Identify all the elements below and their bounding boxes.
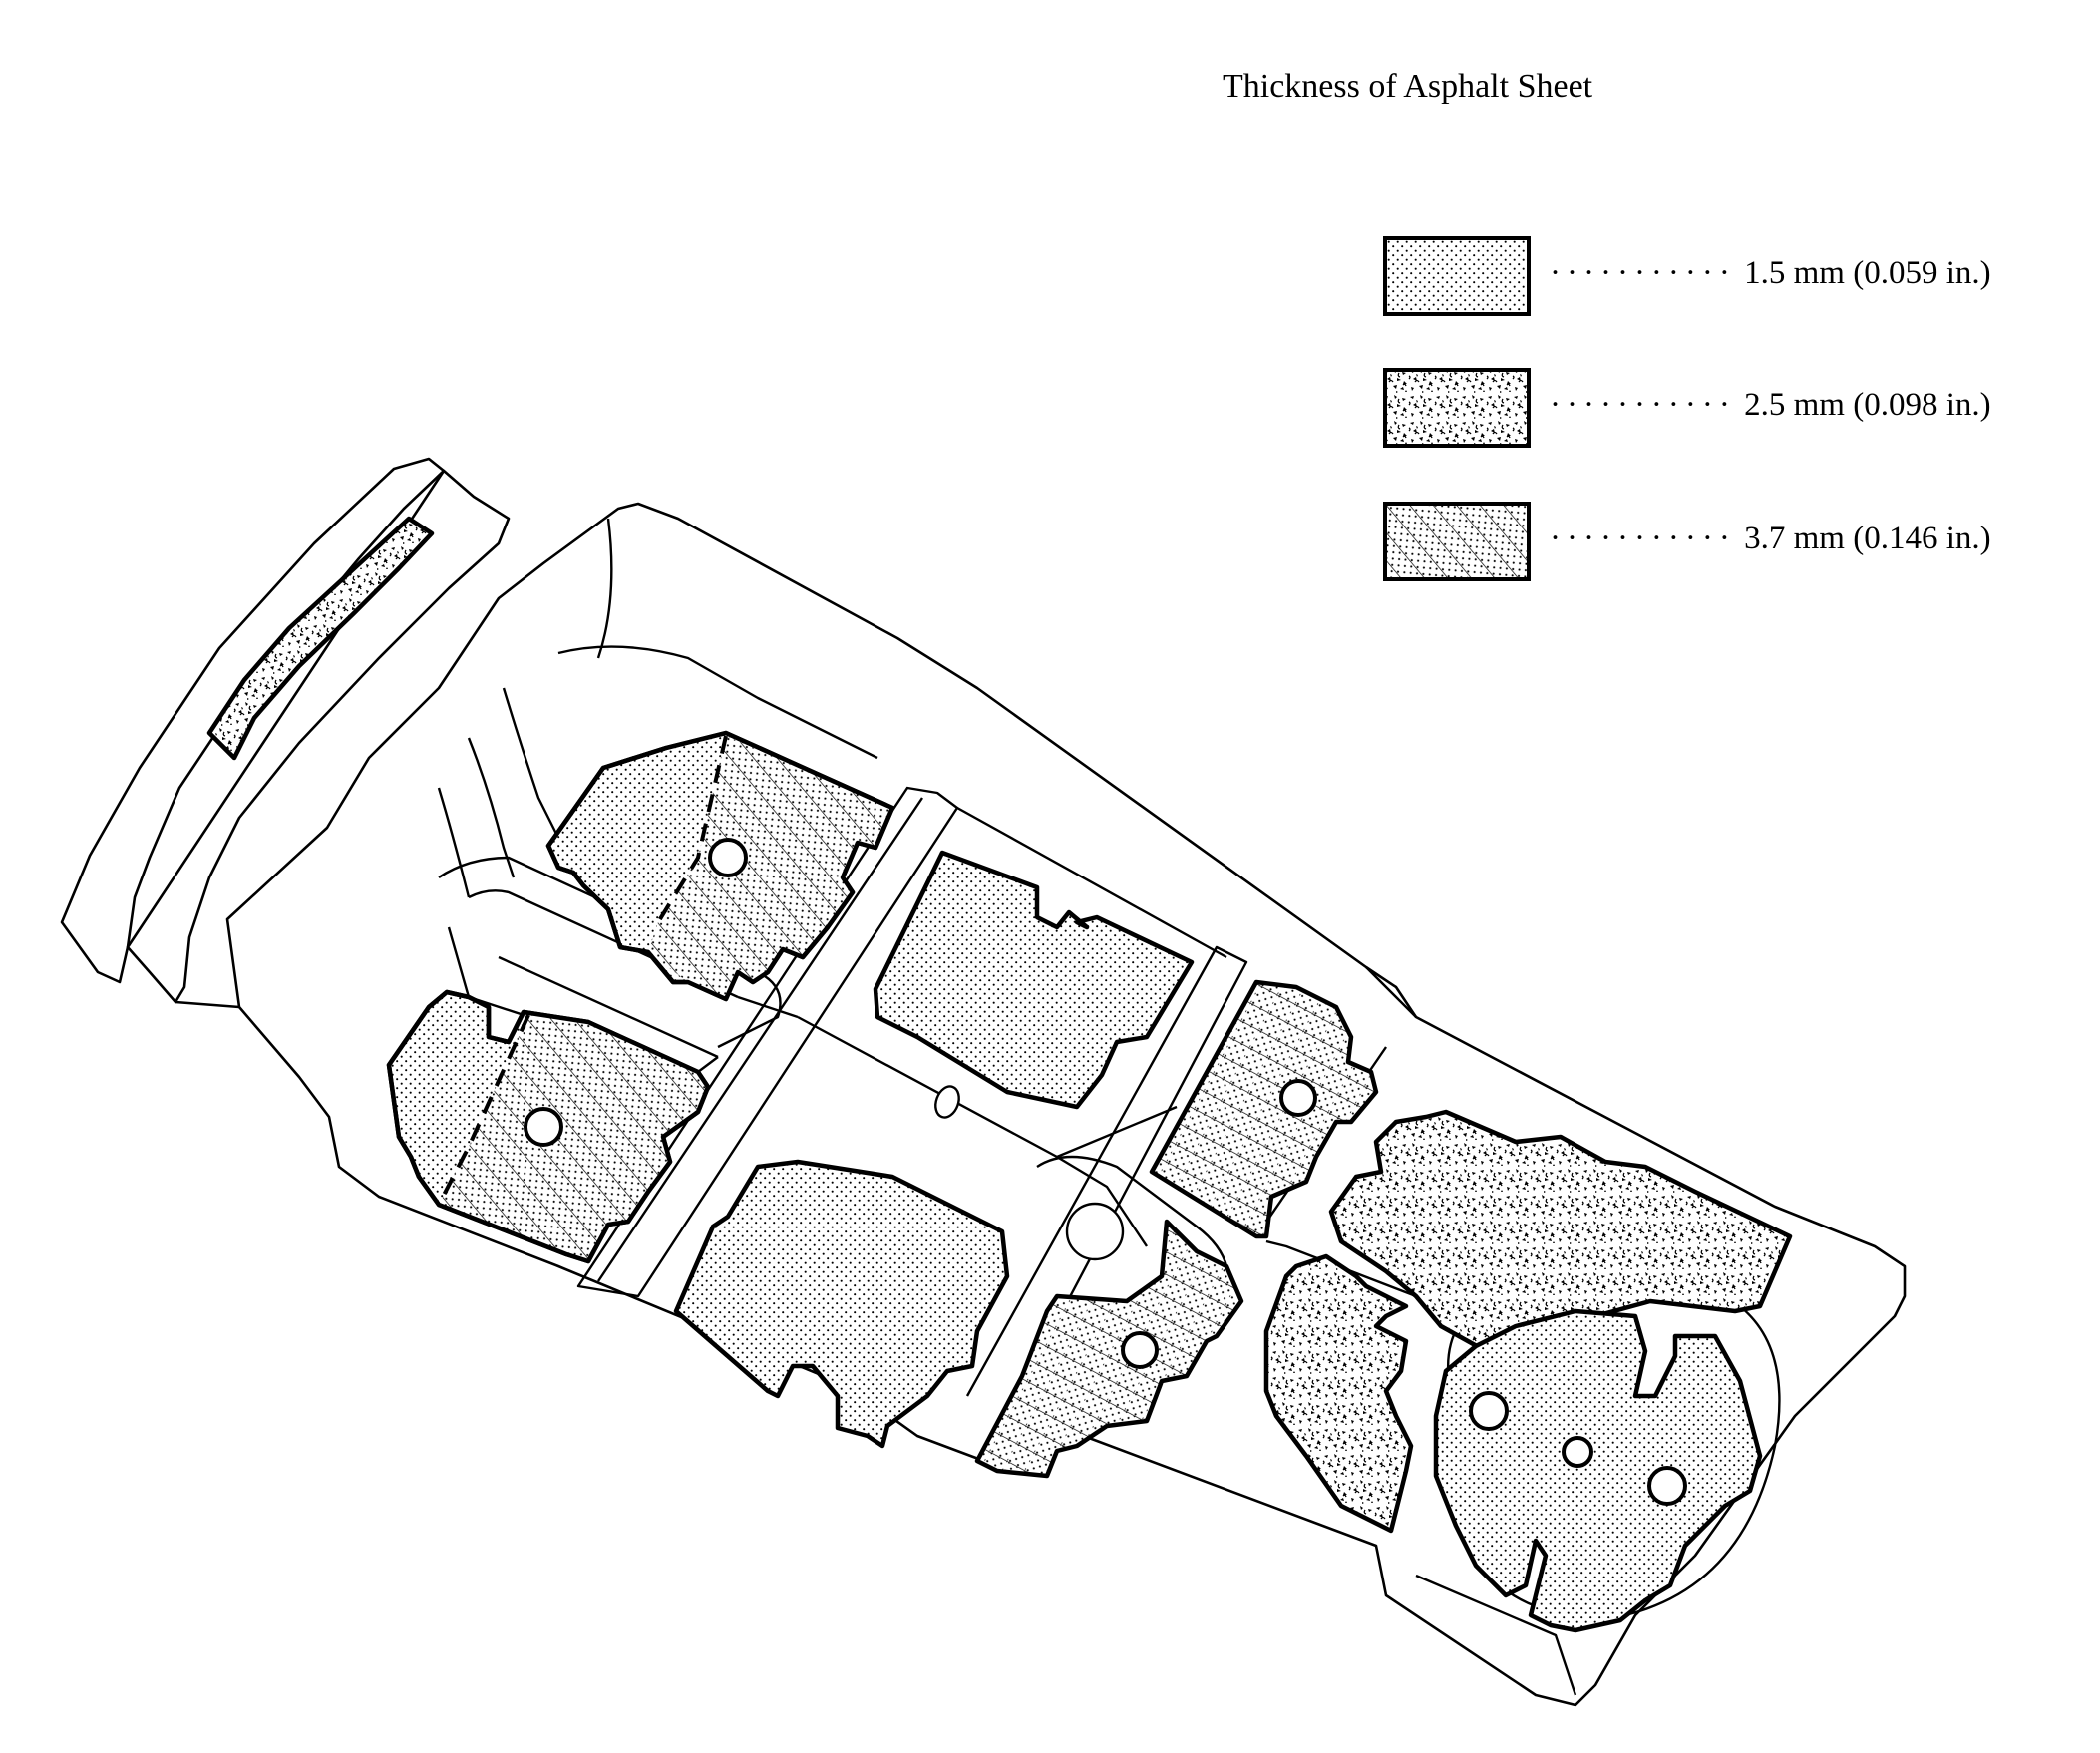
legend-swatch-coarse-speckle	[1383, 368, 1531, 448]
legend-row-1-5mm: ··········· 1.5 mm (0.059 in.)	[1382, 235, 2070, 316]
sheet-rear-deck-left	[1328, 1109, 1793, 1354]
legend-text: 2.5 mm (0.098 in.)	[1744, 387, 1991, 423]
legend-row-2-5mm: ··········· 2.5 mm (0.098 in.)	[1382, 367, 2070, 448]
legend-label: ··········· 3.7 mm (0.146 in.)	[1550, 521, 1991, 557]
legend-label: ··········· 1.5 mm (0.059 in.)	[1550, 255, 1991, 292]
sheet-rear-deck-right	[1263, 1253, 1414, 1534]
legend-leader-dots: ···········	[1550, 521, 1736, 556]
asphalt-sheets	[206, 516, 1793, 1633]
legend-leader-dots: ···········	[1550, 387, 1736, 423]
legend-leader-dots: ···········	[1550, 255, 1736, 291]
sheet-rear-right	[673, 1159, 1010, 1449]
sheet-rear-left	[873, 850, 1195, 1110]
legend-row-3-7mm: ··········· 3.7 mm (0.146 in.)	[1382, 501, 2070, 581]
legend-swatch-dots-with-hatching	[1383, 502, 1531, 581]
sheet-cowl	[206, 516, 435, 761]
legend-swatch-fine-dots	[1383, 236, 1531, 316]
sheet-front-left-hatched	[648, 736, 892, 999]
legend-label: ··········· 2.5 mm (0.098 in.)	[1550, 387, 1991, 424]
sheet-spare-well	[1433, 1308, 1763, 1633]
sheet-kickup-left	[1149, 979, 1379, 1239]
legend-text: 3.7 mm (0.146 in.)	[1744, 521, 1991, 556]
diagram-title: Thickness of Asphalt Sheet	[1223, 68, 1593, 105]
legend-text: 1.5 mm (0.059 in.)	[1744, 255, 1991, 291]
sheet-kickup-right	[974, 1219, 1244, 1479]
